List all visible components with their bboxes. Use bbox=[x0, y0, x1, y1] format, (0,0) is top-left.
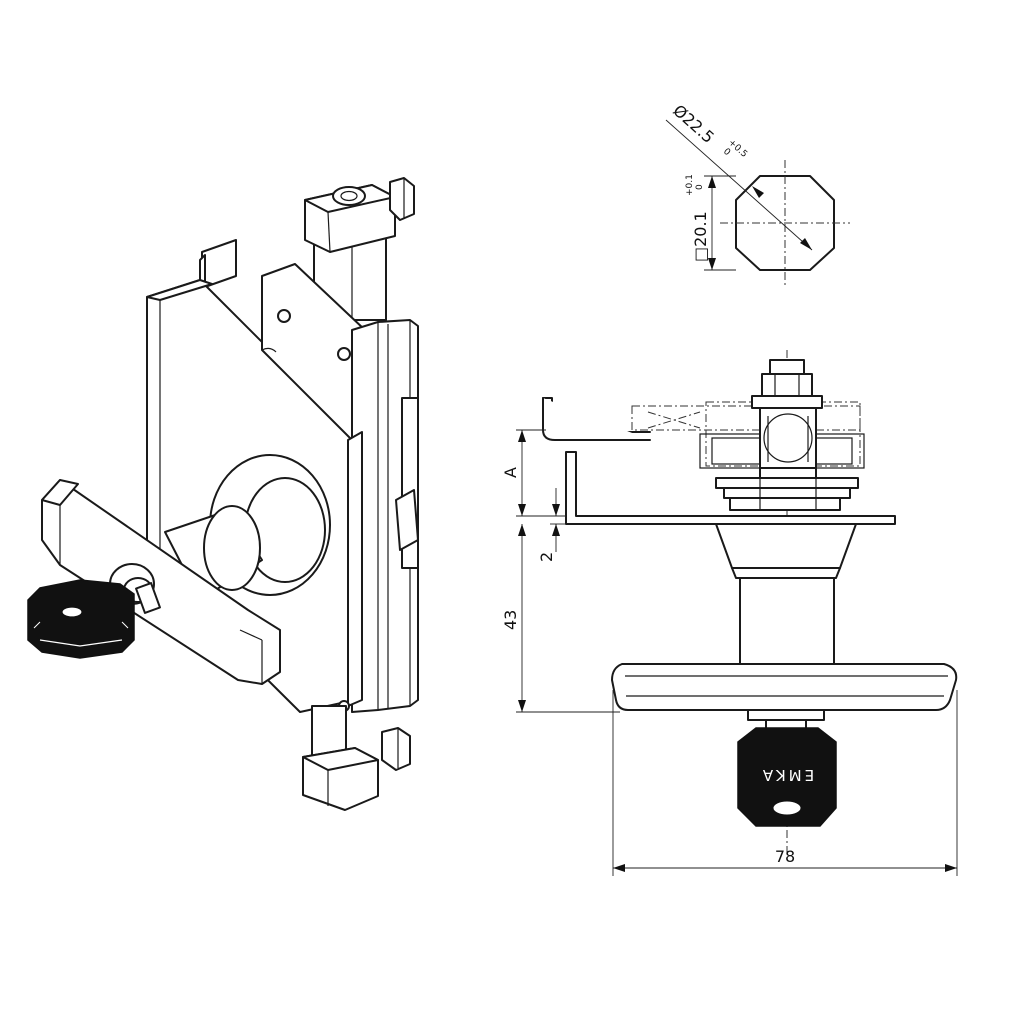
t-handle bbox=[41, 479, 281, 685]
square-tolerance-upper: +0.1 bbox=[685, 174, 695, 196]
svg-text:78: 78 bbox=[775, 847, 795, 866]
side-elevation-view: EMKA A 2 43 bbox=[501, 350, 958, 876]
svg-text:A: A bbox=[501, 467, 520, 478]
shaft-nut-stack bbox=[715, 359, 859, 511]
square-profile-detail: Ø22.5 +0.5 0 □20.1 +0.1 0 bbox=[665, 101, 850, 288]
diameter-label: Ø22.5 bbox=[669, 101, 718, 147]
svg-text:43: 43 bbox=[501, 610, 520, 630]
dimension-43: 43 bbox=[501, 524, 620, 713]
dimension-2: 2 bbox=[537, 488, 566, 562]
bottom-rod-block bbox=[302, 705, 411, 811]
lock-cylinder-boss bbox=[164, 454, 331, 601]
dimension-78: 78 bbox=[612, 690, 958, 876]
square-label: □20.1 bbox=[691, 211, 710, 262]
key-isometric bbox=[27, 579, 135, 659]
square-tolerance-lower: 0 bbox=[695, 184, 705, 190]
t-handle-elevation bbox=[611, 663, 958, 733]
dimension-a: A bbox=[501, 429, 566, 517]
key-elevation: EMKA bbox=[737, 727, 837, 827]
key-brand-text: EMKA bbox=[760, 766, 814, 784]
isometric-lock-view bbox=[27, 177, 419, 811]
diameter-tolerance-lower: 0 bbox=[721, 147, 732, 158]
svg-text:2: 2 bbox=[537, 552, 556, 562]
top-rod-block bbox=[304, 177, 415, 321]
handle-shaft bbox=[715, 523, 857, 665]
